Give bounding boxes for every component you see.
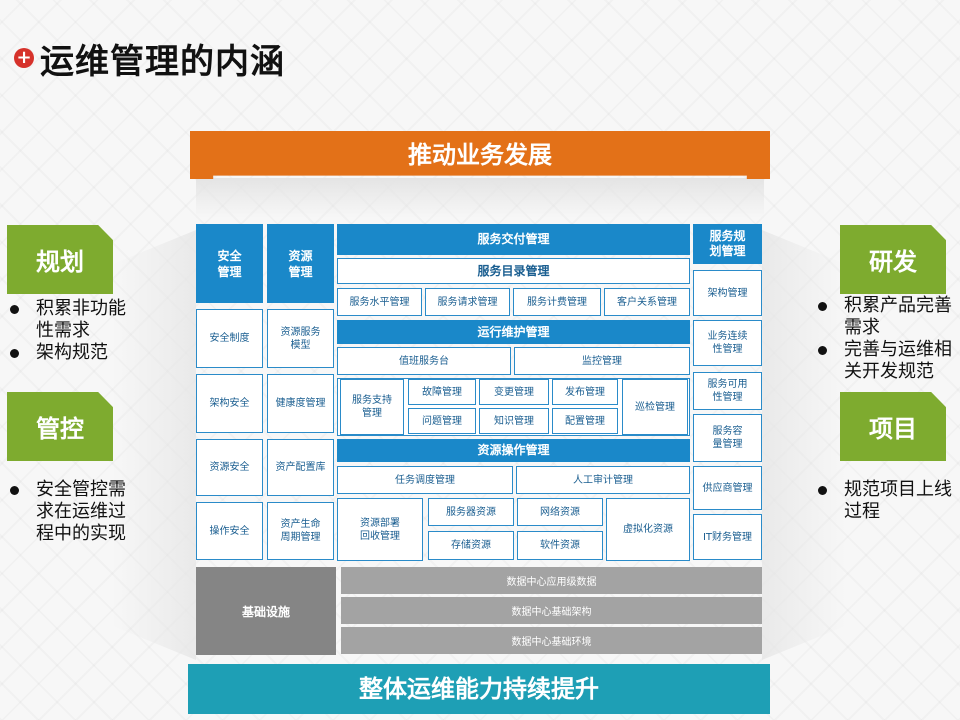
- ops-grid-item: 问题管理: [408, 408, 476, 434]
- resource-deploy: 资源部署 回收管理: [337, 498, 423, 561]
- ops-header: 运行维护管理: [337, 320, 690, 344]
- task-scheduling: 任务调度管理: [337, 466, 513, 494]
- ops-grid-item: 配置管理: [552, 408, 618, 434]
- monitor-management: 监控管理: [514, 347, 690, 375]
- planning-item: 供应商管理: [693, 466, 762, 510]
- planning-item: 业务连续 性管理: [693, 320, 762, 366]
- rnd-tab: 研发: [840, 225, 946, 294]
- resource-header: 资源 管理: [267, 224, 334, 303]
- resource-grid-item: 存储资源: [428, 531, 514, 560]
- resource-item: 健康度管理: [267, 374, 334, 433]
- rnd-bullets: 积累产品完善需求 完善与运维相关开发规范: [816, 295, 960, 383]
- left-perspective-glow: [112, 230, 196, 660]
- duty-desk: 值班服务台: [337, 347, 511, 375]
- manual-audit: 人工审计管理: [516, 466, 690, 494]
- control-tab: 管控: [7, 392, 113, 461]
- bullet-item: 安全管控需求在运维过程中的实现: [8, 479, 138, 545]
- catalog-item: 客户关系管理: [604, 288, 690, 316]
- bullet-item: 规范项目上线过程: [816, 479, 960, 523]
- bullet-item: 积累产品完善需求: [816, 295, 960, 339]
- control-bullets: 安全管控需求在运维过程中的实现: [8, 479, 138, 545]
- bottom-banner: 整体运维能力持续提升: [188, 664, 770, 714]
- top-banner: 推动业务发展: [190, 131, 770, 179]
- ops-grid-item: 故障管理: [408, 379, 476, 405]
- page-title: 运维管理的内涵: [40, 42, 285, 82]
- planning-tab: 规划: [7, 225, 113, 294]
- catalog-item: 服务请求管理: [425, 288, 510, 316]
- resource-item: 资源服务 模型: [267, 309, 334, 368]
- planning-bullets: 积累非功能性需求 架构规范: [8, 298, 138, 364]
- infrastructure-bar: 数据中心基础环境: [341, 627, 762, 654]
- ops-grid-item: 发布管理: [552, 379, 618, 405]
- security-item: 操作安全: [196, 502, 263, 560]
- bullet-item: 完善与运维相关开发规范: [816, 339, 960, 383]
- ops-grid-item: 知识管理: [479, 408, 549, 434]
- service-delivery-header: 服务交付管理: [337, 224, 690, 255]
- catalog-item: 服务水平管理: [337, 288, 422, 316]
- security-header: 安全 管理: [196, 224, 263, 303]
- virtualization-resource: 虚拟化资源: [606, 498, 690, 561]
- ops-grid-item: 变更管理: [479, 379, 549, 405]
- resource-grid-item: 软件资源: [517, 531, 603, 560]
- planning-item: 服务可用 性管理: [693, 372, 762, 410]
- resource-item: 资产生命 周期管理: [267, 502, 334, 560]
- infrastructure-bar: 数据中心基础架构: [341, 597, 762, 624]
- project-tab: 项目: [840, 392, 946, 461]
- resource-item: 资产配置库: [267, 439, 334, 496]
- planning-item: 架构管理: [693, 270, 762, 316]
- planning-header: 服务规 划管理: [693, 224, 762, 264]
- resource-grid-item: 网络资源: [517, 498, 603, 526]
- security-item: 资源安全: [196, 439, 263, 496]
- bullet-item: 架构规范: [8, 342, 138, 364]
- infrastructure-bar: 数据中心应用级数据: [341, 567, 762, 594]
- catalog-item: 服务计费管理: [513, 288, 601, 316]
- security-item: 架构安全: [196, 374, 263, 433]
- project-bullets: 规范项目上线过程: [816, 479, 960, 523]
- resource-grid-item: 服务器资源: [428, 498, 514, 526]
- right-perspective-glow: [762, 230, 846, 660]
- plus-icon: +: [14, 48, 34, 68]
- service-catalog-header: 服务目录管理: [337, 258, 690, 284]
- planning-item: 服务容 量管理: [693, 414, 762, 462]
- bullet-item: 积累非功能性需求: [8, 298, 138, 342]
- security-item: 安全制度: [196, 309, 263, 368]
- planning-item: IT财务管理: [693, 514, 762, 560]
- infrastructure-label: 基础设施: [196, 567, 336, 655]
- support-management: 服务支持 管理: [340, 379, 404, 435]
- top-banner-shadow: [196, 178, 764, 218]
- resource-ops-header: 资源操作管理: [337, 439, 690, 462]
- patrol-management: 巡检管理: [622, 379, 688, 435]
